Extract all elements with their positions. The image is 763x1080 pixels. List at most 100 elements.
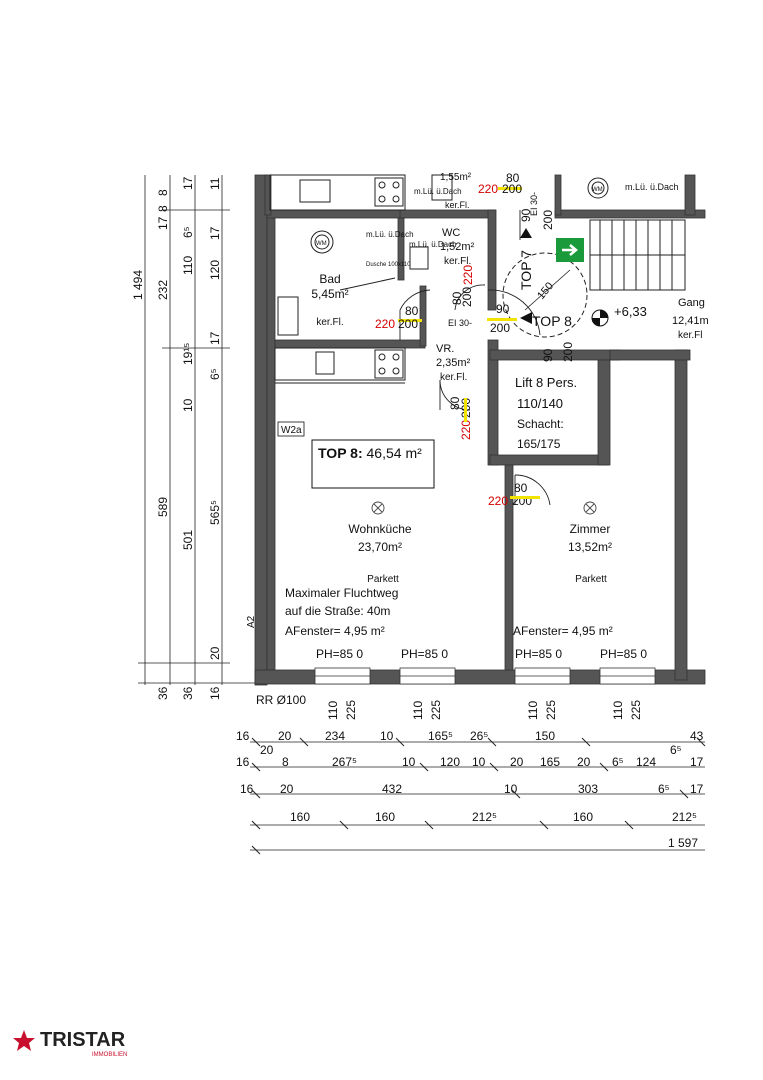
svg-text:220: 220 <box>461 265 475 285</box>
svg-text:17: 17 <box>181 176 195 190</box>
room-wohnkueche-floor: Parkett <box>367 574 399 585</box>
svg-text:8: 8 <box>282 755 289 769</box>
wall-lift-right <box>597 359 611 466</box>
room-labels: TOP 8: 46,54 m² Wohnküche 23,70m² Parket… <box>246 172 709 707</box>
svg-text:36: 36 <box>181 686 195 700</box>
wall-wc-top <box>399 209 496 219</box>
door-arrow-top7-icon <box>520 228 532 238</box>
bottom-dimension-lines <box>250 741 705 851</box>
room-gang-floor: ker.Fl <box>678 330 702 341</box>
room-topwc-area: 1,55m² <box>440 172 472 183</box>
svg-text:6⁵: 6⁵ <box>670 743 682 757</box>
svg-text:501: 501 <box>181 530 195 550</box>
room-zimmer-area: 13,52m² <box>568 540 612 554</box>
room-topwc-vent: m.Lü. ü.Dach <box>414 187 462 196</box>
room-wohnkueche-area: 23,70m² <box>358 540 402 554</box>
room-topwc-floor: ker.Fl. <box>445 200 470 210</box>
left-dimension-lines <box>138 175 255 685</box>
wall-right-top <box>609 349 691 361</box>
room-wohnkueche-name: Wohnküche <box>348 522 411 536</box>
dim-left-total: 1 494 <box>131 270 145 300</box>
wall-room-divider <box>504 464 514 671</box>
rr-label: RR Ø100 <box>256 693 306 707</box>
svg-text:20: 20 <box>208 646 222 660</box>
svg-text:17: 17 <box>208 331 222 345</box>
svg-text:225: 225 <box>629 700 643 720</box>
lift-line-3: Schacht: <box>517 417 564 431</box>
svg-text:80: 80 <box>514 481 528 495</box>
lift-line-2: 110/140 <box>517 396 563 411</box>
room-wc-floor: ker.Fl. <box>444 256 471 267</box>
ph-1: PH=85 0 <box>316 647 363 661</box>
room-topright-vent: m.Lü. ü.Dach <box>625 182 679 192</box>
svg-text:8: 8 <box>156 205 170 212</box>
svg-text:110: 110 <box>526 701 540 720</box>
door-arrow-top8-icon <box>520 312 532 324</box>
room-zimmer-name: Zimmer <box>570 522 611 536</box>
svg-text:6⁵: 6⁵ <box>181 226 195 238</box>
svg-text:120: 120 <box>440 755 460 769</box>
wall-wc-right <box>487 209 497 311</box>
w2a-box <box>277 421 305 437</box>
unit-title: TOP 8 <box>318 445 358 461</box>
wall-bad-wc <box>397 217 405 281</box>
left-dimension-texts: 1 494 232 589 36 17 8 8 17 6⁵ 110 19¹⁵ 1… <box>131 176 222 700</box>
wall-stair-top <box>554 209 706 219</box>
room-vr-floor: ker.Fl. <box>440 372 467 383</box>
bottom-ticks <box>251 737 706 855</box>
wall-stair-left <box>554 174 562 216</box>
svg-text:8: 8 <box>156 189 170 196</box>
svg-text:200: 200 <box>561 342 575 362</box>
svg-text:565⁵: 565⁵ <box>208 500 222 525</box>
w2a-label: W2a <box>281 425 302 436</box>
svg-text:20: 20 <box>280 782 294 796</box>
svg-text:17: 17 <box>690 755 704 769</box>
svg-text:17: 17 <box>690 782 704 796</box>
svg-text:165: 165 <box>540 755 560 769</box>
svg-text:17: 17 <box>208 226 222 240</box>
windows <box>314 667 656 685</box>
afenster-right: AFenster= 4,95 m² <box>513 624 613 638</box>
svg-text:212⁵: 212⁵ <box>672 810 697 824</box>
svg-text:80: 80 <box>450 291 464 305</box>
svg-text:150: 150 <box>535 729 555 743</box>
room-bad-area: 5,45m² <box>311 287 348 301</box>
ph-2: PH=85 0 <box>401 647 448 661</box>
svg-text:220: 220 <box>375 317 395 331</box>
svg-text:6⁵: 6⁵ <box>612 755 624 769</box>
door-label-top8: TOP 8 <box>532 313 572 329</box>
svg-text:10: 10 <box>472 755 486 769</box>
door-dimensions: 80 220 200 80 220 200 90 200 80 200 220 … <box>326 171 643 720</box>
outer-wall-left <box>254 174 268 686</box>
fluchtweg-line-2: auf die Straße: 40m <box>285 604 390 618</box>
wall-bad-bottom <box>274 339 426 349</box>
svg-text:225: 225 <box>429 700 443 720</box>
wall-right-upper <box>684 174 696 216</box>
level-value: +6,33 <box>614 304 647 319</box>
svg-text:90: 90 <box>496 302 510 316</box>
afenster-left: AFenster= 4,95 m² <box>285 624 385 638</box>
svg-text:110: 110 <box>181 256 195 275</box>
wall-top-left <box>264 174 272 216</box>
room-wc-name: WC <box>442 227 460 239</box>
room-bad-shower: Dusche 100x110 <box>366 262 411 268</box>
bath-fixtures <box>277 174 609 336</box>
ei30-label: EI 30- <box>448 318 472 328</box>
logo-brand: TRISTAR <box>40 1029 126 1051</box>
room-gang-name: Gang <box>678 297 705 309</box>
svg-text:212⁵: 212⁵ <box>472 810 497 824</box>
svg-text:160: 160 <box>290 810 310 824</box>
svg-text:43: 43 <box>690 729 704 743</box>
svg-text:220: 220 <box>459 420 473 440</box>
ph-3: PH=85 0 <box>515 647 562 661</box>
room-bad-floor: ker.Fl. <box>316 317 343 328</box>
a2-label: A2 <box>246 615 257 628</box>
stairs <box>589 219 686 291</box>
svg-text:220: 220 <box>488 494 508 508</box>
emergency-exit-icon <box>556 238 584 262</box>
svg-text:16: 16 <box>208 686 222 700</box>
svg-text:16: 16 <box>236 729 250 743</box>
svg-text:26⁵: 26⁵ <box>470 729 488 743</box>
svg-text:10: 10 <box>402 755 416 769</box>
